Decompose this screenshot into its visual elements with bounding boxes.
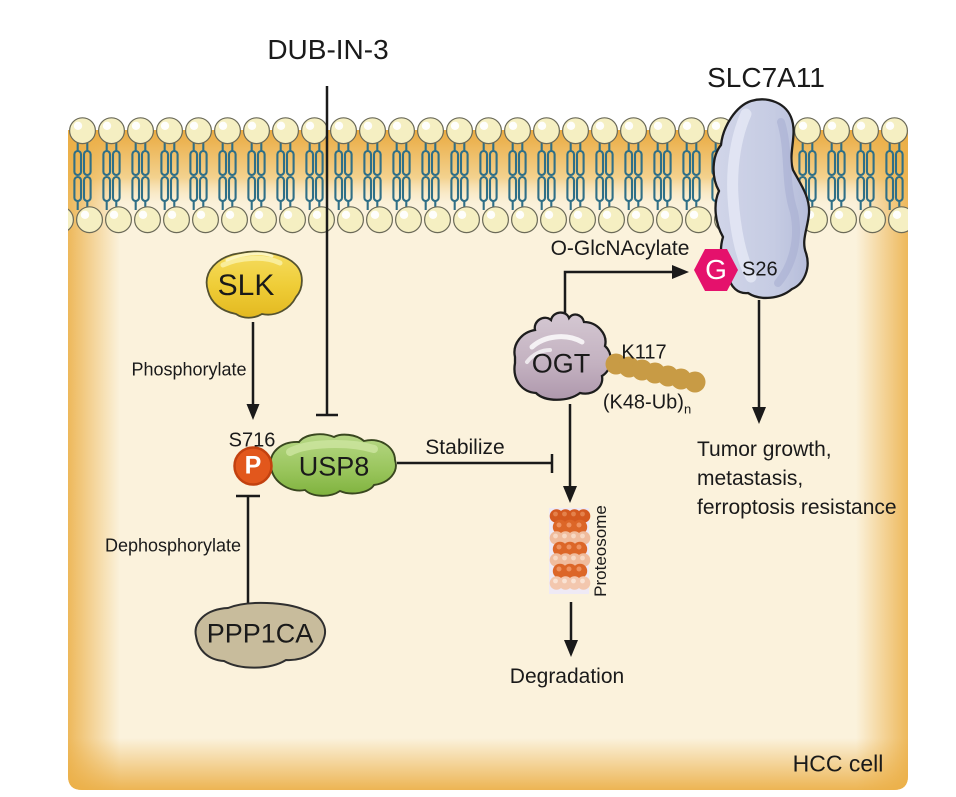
proteasome-degradation-arrow <box>564 602 578 657</box>
ppp1ca-label: PPP1CA <box>206 618 314 649</box>
ub-chain <box>605 353 706 393</box>
slk-phosphorylate-arrow <box>246 322 260 420</box>
slk-protein <box>205 250 303 319</box>
ogt-protein <box>513 311 612 401</box>
hcc-cell-label: HCC cell <box>792 750 884 777</box>
compound-label: DUB-IN-3 <box>267 34 389 65</box>
glyco-site <box>694 249 738 291</box>
dubin3-inhibition-line <box>316 86 338 417</box>
proteasome-label: Proteosome <box>591 505 610 597</box>
outcome-line-2: metastasis, <box>697 467 804 490</box>
usp8-protein <box>269 433 397 497</box>
glyco-letter: G <box>705 254 727 285</box>
pathway-arrows <box>236 86 766 657</box>
ub-chain-label: (K48-Ub)n <box>602 391 692 417</box>
oglcnacylate-arrow <box>563 265 689 316</box>
outcome-line-3: ferroptosis resistance <box>697 496 897 519</box>
outcome-line-1: Tumor growth, <box>697 438 832 461</box>
slk-label: SLK <box>217 269 275 302</box>
usp8-label: USP8 <box>298 451 370 482</box>
s716-label: S716 <box>228 429 276 452</box>
slc7a11-outcome-arrow <box>752 300 766 424</box>
degradation-label: Degradation <box>509 665 625 688</box>
slc7a11-protein <box>712 98 811 300</box>
ogt-label: OGT <box>531 348 591 379</box>
ppp1ca-dephosphorylate-line <box>236 494 260 606</box>
k117-label: K117 <box>621 341 667 364</box>
phosphorylate-label: Phosphorylate <box>131 359 247 380</box>
slc7a11-label: SLC7A11 <box>707 62 825 93</box>
stabilize-label: Stabilize <box>425 436 505 459</box>
ppp1ca-protein <box>194 601 326 669</box>
dephosphorylate-label: Dephosphorylate <box>104 535 242 556</box>
s26-label: S26 <box>742 258 778 281</box>
proteasome-barrel <box>549 508 591 594</box>
stabilize-inhibition-line <box>397 454 554 473</box>
oglcnacylate-label: O-GlcNAcylate <box>550 237 690 260</box>
phospho-letter: P <box>244 451 262 480</box>
phospho-site <box>233 446 273 486</box>
ogt-proteasome-arrow <box>563 404 577 503</box>
